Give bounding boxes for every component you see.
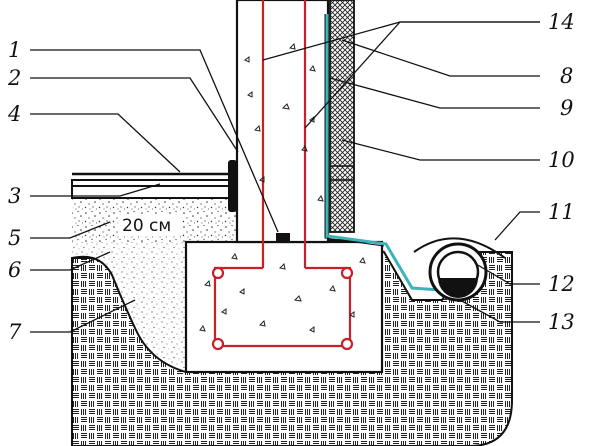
callout-3: 3 xyxy=(8,184,21,208)
edge-damper xyxy=(228,160,237,212)
callout-2: 2 xyxy=(7,66,21,90)
callout-4: 4 xyxy=(7,102,21,126)
sand-backfill xyxy=(72,242,186,372)
insulation-board xyxy=(329,0,355,233)
callout-7: 7 xyxy=(8,320,22,344)
callout-10: 10 xyxy=(548,148,575,172)
dimension-label: 20 см xyxy=(122,216,171,236)
leader-lines xyxy=(30,21,540,333)
sand-cushion-edge xyxy=(71,255,187,373)
callout-9: 9 xyxy=(560,96,573,120)
callout-5: 5 xyxy=(8,226,21,250)
dimension-label-bg xyxy=(118,214,182,236)
callout-14: 14 xyxy=(548,10,575,34)
rebar-cage xyxy=(213,0,352,348)
callout-1: 1 xyxy=(8,38,21,62)
callout-11: 11 xyxy=(548,200,575,224)
concrete-aggregate xyxy=(199,42,366,333)
callout-8: 8 xyxy=(560,64,573,88)
callout-12: 12 xyxy=(548,272,575,296)
callout-13: 13 xyxy=(548,310,575,334)
waterproofing-outline xyxy=(324,14,385,247)
waterstop-block xyxy=(276,233,290,243)
rebar-ends xyxy=(211,266,354,351)
drain-water xyxy=(438,278,478,298)
geotextile-wrap xyxy=(413,237,506,259)
callout-6: 6 xyxy=(8,258,21,282)
